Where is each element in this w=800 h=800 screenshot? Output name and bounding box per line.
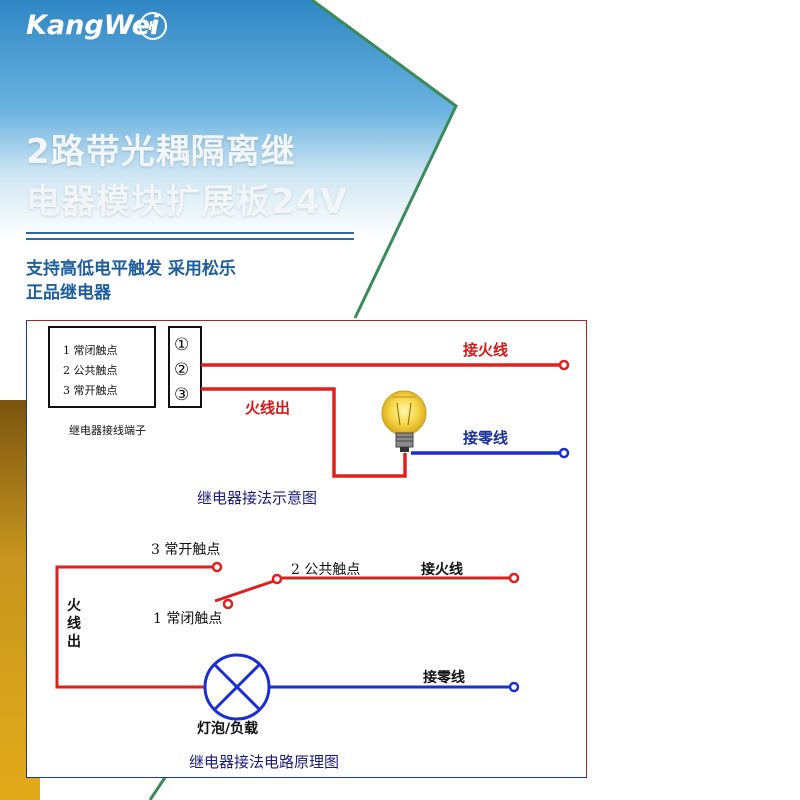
brand-mark-icon: K bbox=[139, 12, 167, 40]
terminal-label-nc: 1 常闭触点 bbox=[63, 343, 118, 357]
wiring-diagrams: 1 常闭触点 2 公共触点 3 常开触点 ① ② ③ 继电器接线端子 接火线 火… bbox=[48, 326, 570, 771]
terminal-block bbox=[168, 326, 202, 408]
circuit-neutral-label: 接零线 bbox=[423, 669, 465, 686]
diagram2-caption: 继电器接法电路原理图 bbox=[189, 753, 339, 771]
live-out-vertical-char-1: 火 bbox=[67, 598, 82, 614]
live-in-circuit-terminal bbox=[508, 572, 520, 584]
common-contact-label: 2 公共触点 bbox=[291, 562, 360, 578]
no-contact-label: 3 常开触点 bbox=[151, 542, 220, 558]
neutral-terminal bbox=[558, 447, 570, 459]
load-label: 灯泡/负载 bbox=[197, 720, 258, 737]
terminal-number-2: ② bbox=[174, 360, 189, 380]
neutral-circuit-terminal bbox=[508, 681, 520, 693]
terminal-number-1: ① bbox=[174, 335, 189, 355]
no-contact bbox=[211, 561, 223, 573]
terminal-caption: 继电器接线端子 bbox=[69, 423, 146, 437]
switch-arm bbox=[214, 579, 275, 603]
live-out-circuit-wire bbox=[55, 565, 214, 689]
live-out-vertical-char-2: 线 bbox=[67, 615, 81, 632]
title-line-2: 电器模块扩展板24V bbox=[26, 182, 348, 222]
light-bulb-icon bbox=[381, 390, 427, 452]
load-lamp-icon bbox=[203, 653, 271, 721]
subtitle-line-1: 支持高低电平触发 采用松乐 bbox=[26, 259, 236, 279]
divider-line bbox=[26, 232, 354, 234]
circuit-live-in-label: 接火线 bbox=[421, 561, 463, 578]
subtitle-line-2: 正品继电器 bbox=[26, 283, 111, 303]
nc-contact bbox=[222, 598, 234, 610]
terminal-label-no: 3 常开触点 bbox=[63, 383, 118, 397]
wiring-diagram-panel: 1 常闭触点 2 公共触点 3 常开触点 ① ② ③ 继电器接线端子 接火线 火… bbox=[26, 320, 587, 778]
terminal-label-common: 2 公共触点 bbox=[63, 363, 118, 377]
brand-logo: KangWei bbox=[26, 10, 160, 41]
live-out-vertical-char-3: 出 bbox=[67, 633, 81, 650]
divider-line bbox=[26, 238, 354, 240]
live-out-label: 火线出 bbox=[245, 399, 290, 417]
neutral-label: 接零线 bbox=[463, 429, 508, 447]
live-out-wire bbox=[201, 387, 407, 478]
live-in-terminal bbox=[558, 359, 570, 371]
nc-contact-label: 1 常闭触点 bbox=[153, 611, 222, 627]
live-in-label: 接火线 bbox=[463, 341, 508, 359]
diagram1-caption: 继电器接法示意图 bbox=[197, 489, 317, 507]
terminal-number-3: ③ bbox=[174, 385, 189, 405]
title-line-1: 2路带光耦隔离继 bbox=[26, 132, 296, 172]
terminal-label-box bbox=[48, 326, 156, 408]
